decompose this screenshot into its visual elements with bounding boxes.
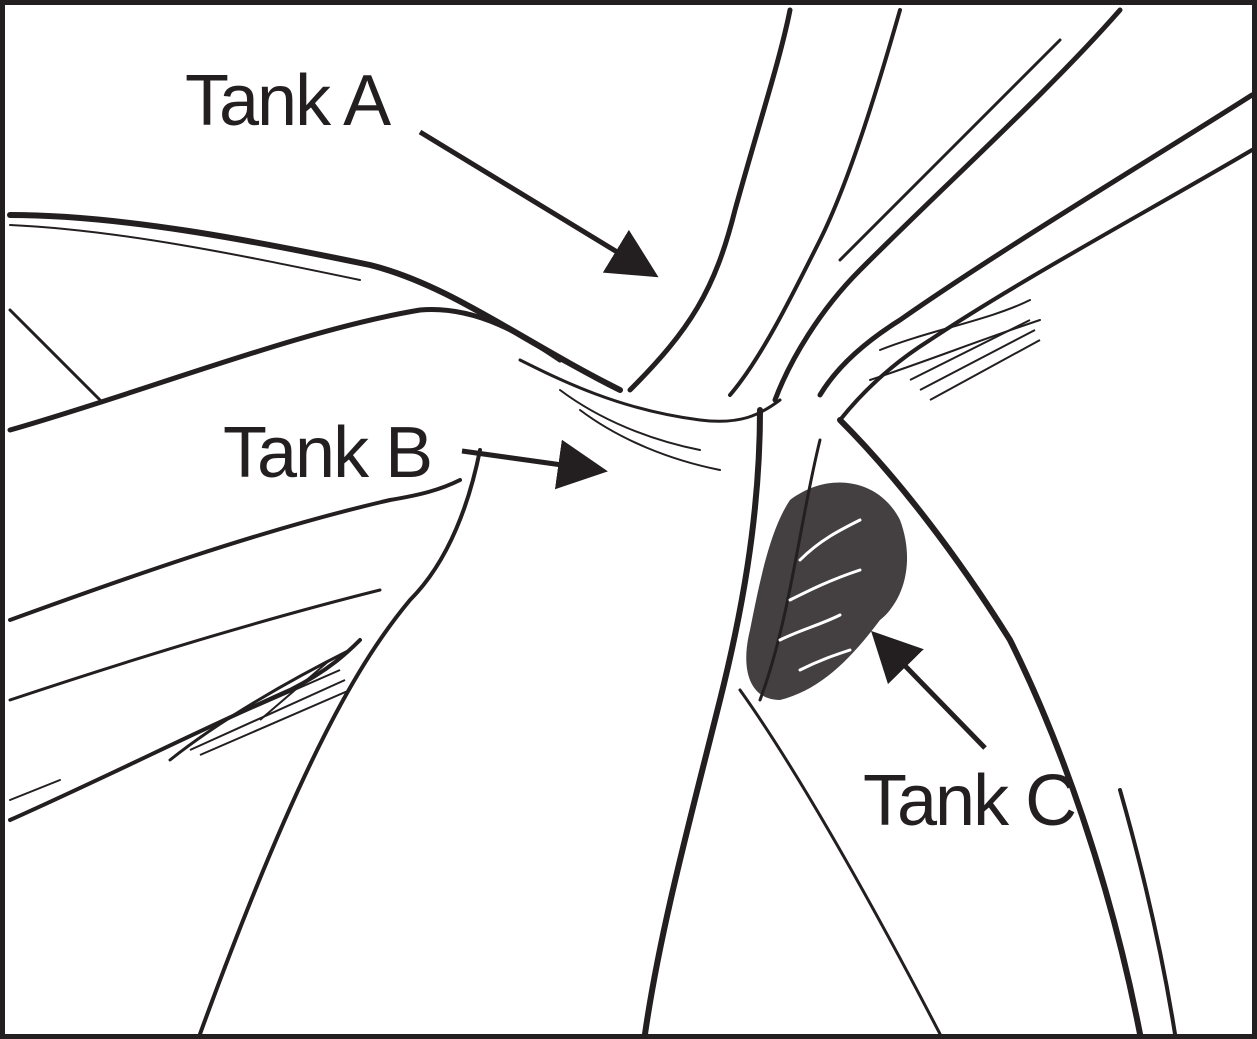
- tank-a-label: Tank A: [185, 65, 389, 137]
- tank-sketch-drawing: [5, 5, 1252, 1034]
- tank-b-arrow: [462, 451, 598, 470]
- lower-left-hatching: [180, 660, 350, 755]
- sketch-lines: [10, 10, 1252, 1034]
- tank-c-label: Tank C: [863, 765, 1075, 837]
- label-arrows: [420, 132, 985, 748]
- tank-c-arrow: [878, 638, 985, 748]
- tank-a-arrow: [420, 132, 650, 272]
- tank-b-label: Tank B: [223, 417, 431, 489]
- tank-c-dark-region: [746, 483, 907, 700]
